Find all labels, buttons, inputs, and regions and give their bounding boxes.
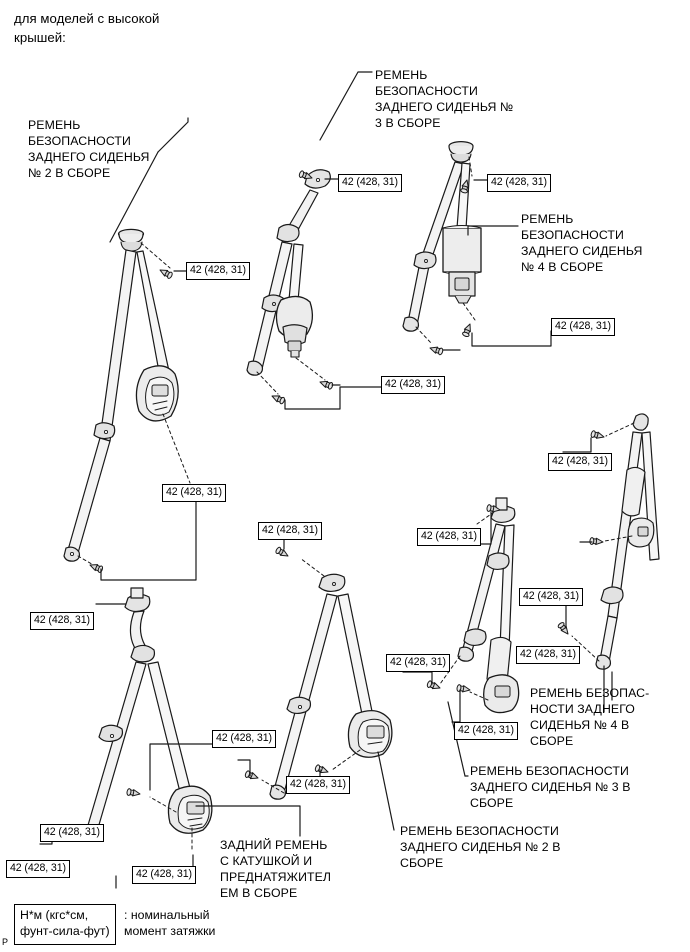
- torque-callout-7: 42 (428, 31): [548, 453, 612, 471]
- part-label-rear-seat-belt-3: РЕМЕНЬ БЕЗОПАСНОСТИ ЗАДНЕГО СИДЕНЬЯ № 3 …: [375, 68, 514, 130]
- torque-callout-12: 42 (428, 31): [516, 646, 580, 664]
- torque-callout-15: 42 (428, 31): [454, 722, 518, 740]
- torque-callout-2: 42 (428, 31): [162, 484, 226, 502]
- assembly-right-edge: [571, 413, 660, 713]
- torque-callout-18: 42 (428, 31): [6, 860, 70, 878]
- part-label-rear-seat-belt-4-lower: РЕМЕНЬ БЕЗОПАС- НОСТИ ЗАДНЕГО СИДЕНЬЯ № …: [530, 686, 650, 748]
- legend-description: : номинальный момент затяжки: [124, 908, 216, 938]
- torque-callout-13: 42 (428, 31): [386, 654, 450, 672]
- torque-callout-14: 42 (428, 31): [212, 730, 276, 748]
- part-label-rear-seat-belt-4: РЕМЕНЬ БЕЗОПАСНОСТИ ЗАДНЕГО СИДЕНЬЯ № 4 …: [521, 212, 643, 274]
- torque-callout-11: 42 (428, 31): [519, 588, 583, 606]
- torque-callout-9: 42 (428, 31): [258, 522, 322, 540]
- legend-unit-box: Н*м (кгс*см, фунт-сила-фут): [14, 904, 116, 945]
- torque-callout-19: 42 (428, 31): [132, 866, 196, 884]
- part-label-rear-seat-belt-3-lower: РЕМЕНЬ БЕЗОПАСНОСТИ ЗАДНЕГО СИДЕНЬЯ № 3 …: [470, 764, 631, 810]
- assembly-bottom-middle: [261, 557, 393, 800]
- assembly-top-right: [402, 141, 482, 345]
- torque-callout-16: 42 (428, 31): [286, 776, 350, 794]
- torque-callout-4: 42 (428, 31): [381, 376, 445, 394]
- part-label-rear-seat-belt-2: РЕМЕНЬ БЕЗОПАСНОСТИ ЗАДНЕГО СИДЕНЬЯ № 2 …: [28, 118, 150, 180]
- torque-callout-10: 42 (428, 31): [417, 528, 481, 546]
- part-label-rear-seat-belt-2-lower: РЕМЕНЬ БЕЗОПАСНОСТИ ЗАДНЕГО СИДЕНЬЯ № 2 …: [400, 824, 561, 870]
- torque-callout-5: 42 (428, 31): [487, 174, 551, 192]
- assembly-top-left: [63, 228, 191, 568]
- torque-callout-8: 42 (428, 31): [30, 612, 94, 630]
- page-marker: P: [2, 937, 9, 947]
- part-label-rear-belt-retractor-pretensioner: ЗАДНИЙ РЕМЕНЬ С КАТУШКОЙ И ПРЕДНАТЯЖИТЕЛ…: [220, 838, 332, 900]
- torque-callout-17: 42 (428, 31): [40, 824, 104, 842]
- assembly-top-middle: [246, 169, 331, 395]
- torque-callout-3: 42 (428, 31): [338, 174, 402, 192]
- torque-callout-6: 42 (428, 31): [551, 318, 615, 336]
- torque-callout-1: 42 (428, 31): [186, 262, 250, 280]
- assembly-bottom-right: [439, 497, 520, 714]
- page-title: для моделей с высокой крышей:: [14, 11, 160, 45]
